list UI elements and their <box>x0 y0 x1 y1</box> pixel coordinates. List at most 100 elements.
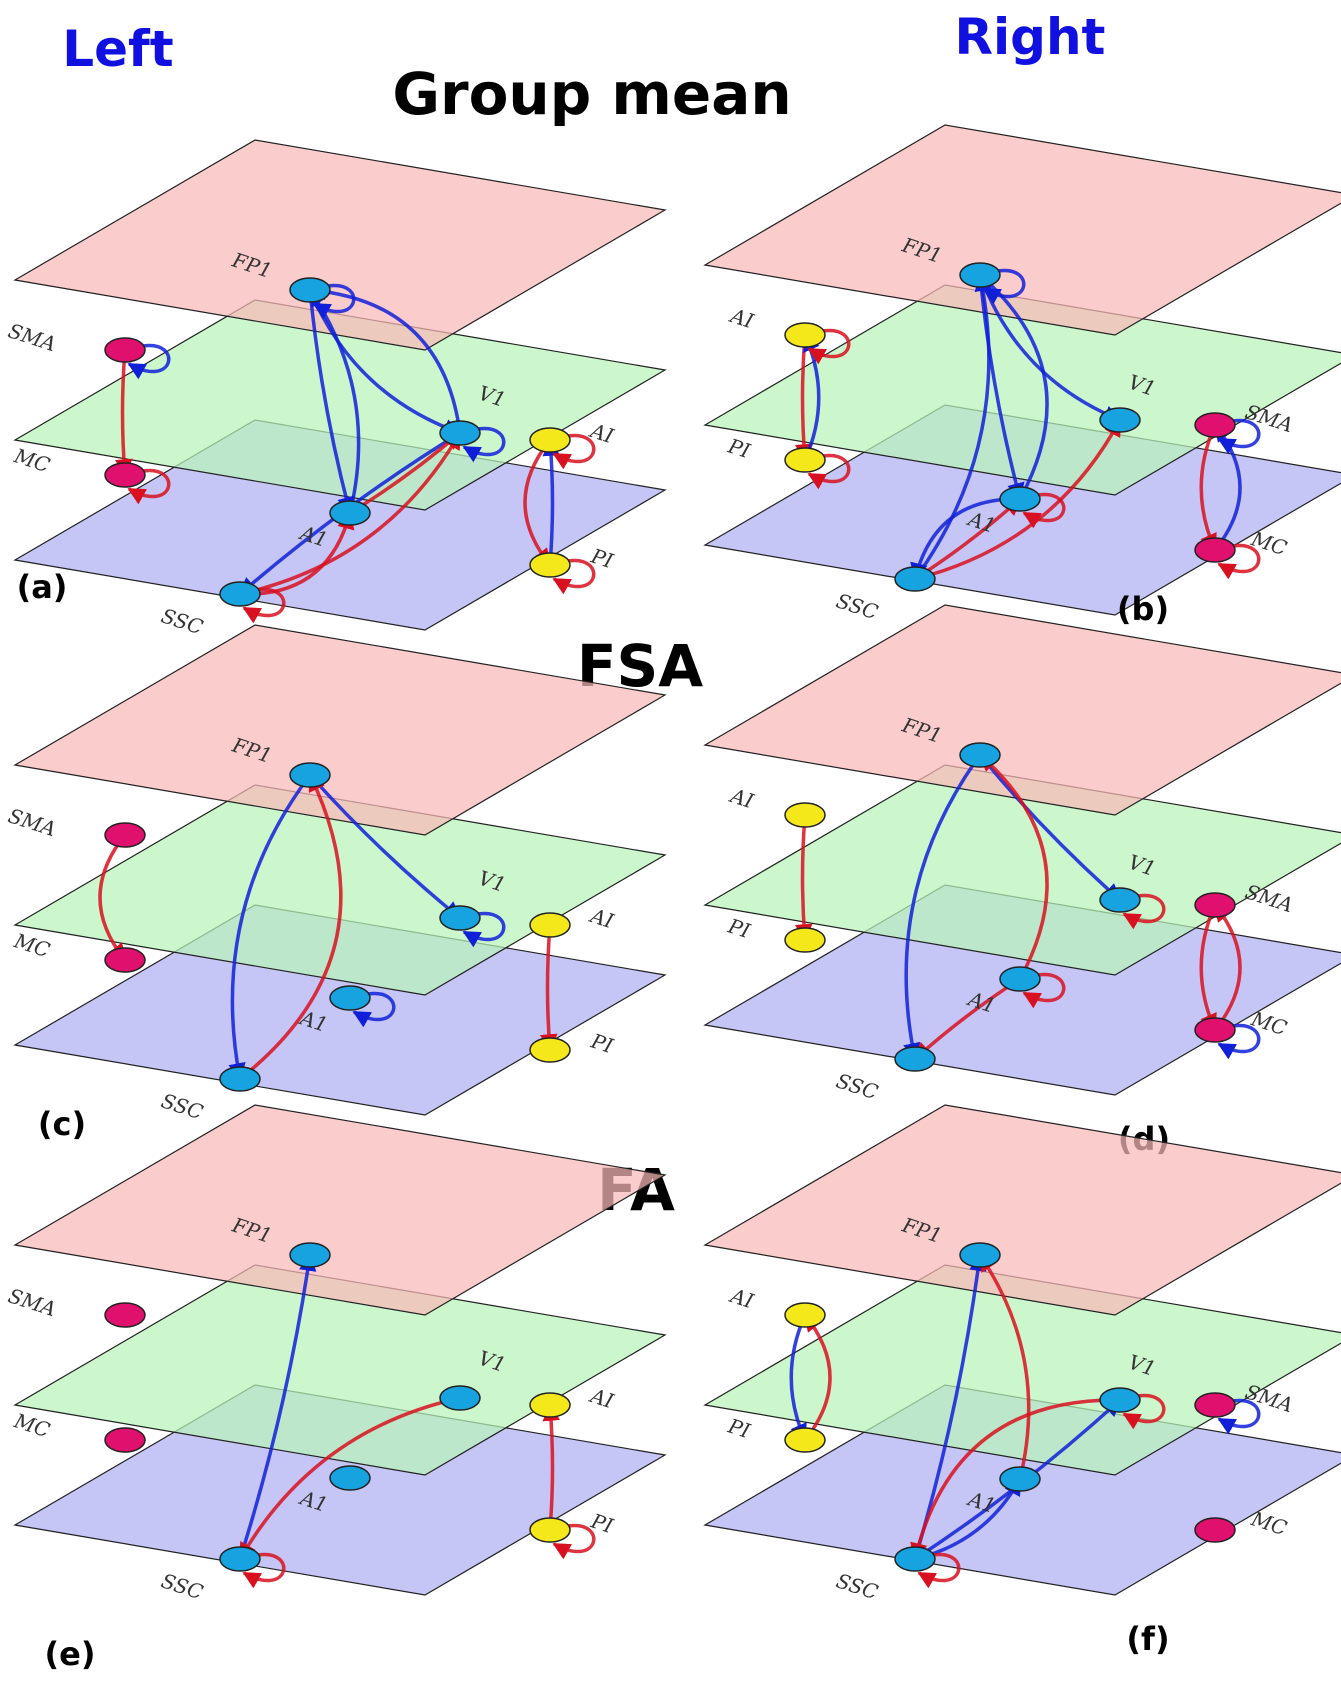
edge-sma-to-sma-blue <box>1217 1398 1261 1435</box>
node-label-mc: MC <box>1247 526 1289 560</box>
edge-ai-to-ai-red <box>807 328 851 365</box>
edge-fp1-to-ssc-blue <box>903 753 982 1061</box>
node-sma <box>1194 892 1236 918</box>
edge-pi-to-ai-red <box>803 1313 832 1442</box>
edge-ssc-to-v1-red <box>239 431 462 596</box>
node-a1 <box>999 966 1041 992</box>
node-pi <box>784 927 826 953</box>
middle-plane <box>703 764 1341 976</box>
node-label-sma: SMA <box>5 318 59 356</box>
edge-ai-to-pi-blue <box>789 1314 807 1442</box>
edge-sma-to-mc-red <box>1199 424 1217 552</box>
node-ssc <box>894 1546 936 1572</box>
node-ai <box>529 912 571 938</box>
node-ssc <box>219 1066 261 1092</box>
edge-a1-to-a1-red <box>1022 492 1066 529</box>
edge-pi-to-ai-blue <box>542 438 560 566</box>
node-v1 <box>1099 887 1141 913</box>
edge-sma-to-mc-red <box>115 349 133 477</box>
node-label-ai: AI <box>726 303 758 334</box>
edge-ai-to-pi-red <box>523 438 552 567</box>
node-sma <box>104 337 146 363</box>
top-plane <box>13 139 667 351</box>
node-label-mc: MC <box>1247 1506 1289 1540</box>
node-v1 <box>1099 407 1141 433</box>
edge-v1-to-v1-blue <box>462 911 506 948</box>
edge-v1-to-v1-blue <box>462 426 506 463</box>
node-fp1 <box>959 742 1001 768</box>
node-sma <box>104 1302 146 1328</box>
edge-fp1-to-v1-blue <box>978 274 1122 423</box>
node-mc <box>104 1427 146 1453</box>
top-plane <box>703 124 1341 336</box>
panel-label-b: (b) <box>1117 590 1169 628</box>
node-label-pi: PI <box>724 1413 754 1443</box>
edge-ai-to-pi-red <box>540 924 558 1052</box>
top-plane <box>703 1104 1341 1316</box>
node-a1 <box>329 985 371 1011</box>
edge-v1-to-v1-red <box>1122 1393 1166 1430</box>
node-label-pi: PI <box>724 433 754 463</box>
edge-a1-to-fp1-blue <box>978 273 1049 500</box>
node-label-ssc: SSC <box>158 603 206 639</box>
middle-plane <box>703 284 1341 496</box>
node-label-pi: PI <box>724 913 754 943</box>
edge-pi-to-pi-red <box>807 453 851 490</box>
node-label-ssc: SSC <box>158 1568 206 1604</box>
edge-sma-to-mc-red <box>98 833 127 962</box>
top-plane <box>13 1104 667 1316</box>
node-ssc <box>894 566 936 592</box>
panels: FP1V1A1SSCSMAMCAIPI(a)FP1V1A1SSCAIPISMAM… <box>5 124 1341 1673</box>
edge-pi-to-ai-red <box>542 1403 560 1531</box>
edge-ai-to-ai-red <box>552 433 596 470</box>
edge-sma-to-mc-red <box>1199 904 1217 1032</box>
node-label-mc: MC <box>10 443 52 477</box>
node-v1 <box>439 905 481 931</box>
row-title-group-mean: Group mean <box>392 60 791 128</box>
edge-v1-to-ssc-red <box>238 1396 461 1561</box>
edge-a1-to-fp1-blue <box>308 288 361 514</box>
edge-ssc-to-fp1-blue <box>238 1253 317 1560</box>
top-plane <box>703 604 1341 816</box>
node-a1 <box>329 1465 371 1491</box>
node-label-ssc: SSC <box>833 588 881 624</box>
edge-ssc-to-fp1-blue <box>913 273 992 581</box>
node-sma <box>104 822 146 848</box>
edge-fp1-to-v1-blue <box>308 289 462 436</box>
node-pi <box>529 1037 571 1063</box>
node-ssc <box>894 1046 936 1072</box>
node-fp1 <box>289 762 331 788</box>
left-header: Left <box>62 20 173 78</box>
panel-label-e: (e) <box>45 1635 96 1673</box>
node-label-ssc: SSC <box>158 1088 206 1124</box>
node-label-ssc: SSC <box>833 1568 881 1604</box>
node-label-sma: SMA <box>1242 399 1296 437</box>
edge-ssc-to-ssc-red <box>242 1552 286 1589</box>
right-header: Right <box>955 8 1106 66</box>
edge-ssc-to-fp1-red <box>238 773 343 1081</box>
node-ssc <box>219 1546 261 1572</box>
node-ai <box>784 1302 826 1328</box>
middle-plane <box>13 299 667 511</box>
edge-ssc-to-ssc-red <box>917 1552 961 1589</box>
middle-plane <box>13 1264 667 1476</box>
node-fp1 <box>289 277 331 303</box>
node-ai <box>784 322 826 348</box>
node-label-mc: MC <box>1247 1006 1289 1040</box>
node-label-ssc: SSC <box>833 1068 881 1104</box>
edge-ai-to-pi-red <box>795 814 813 942</box>
node-label-mc: MC <box>10 928 52 962</box>
node-pi <box>529 1517 571 1543</box>
node-label-pi: PI <box>587 1028 617 1058</box>
edge-v1-to-fp1-blue <box>308 282 462 434</box>
node-ai <box>529 1392 571 1418</box>
node-mc <box>104 947 146 973</box>
node-fp1 <box>959 1242 1001 1268</box>
edge-mc-to-mc-red <box>127 468 171 505</box>
node-fp1 <box>959 262 1001 288</box>
panel-label-f: (f) <box>1126 1620 1169 1658</box>
